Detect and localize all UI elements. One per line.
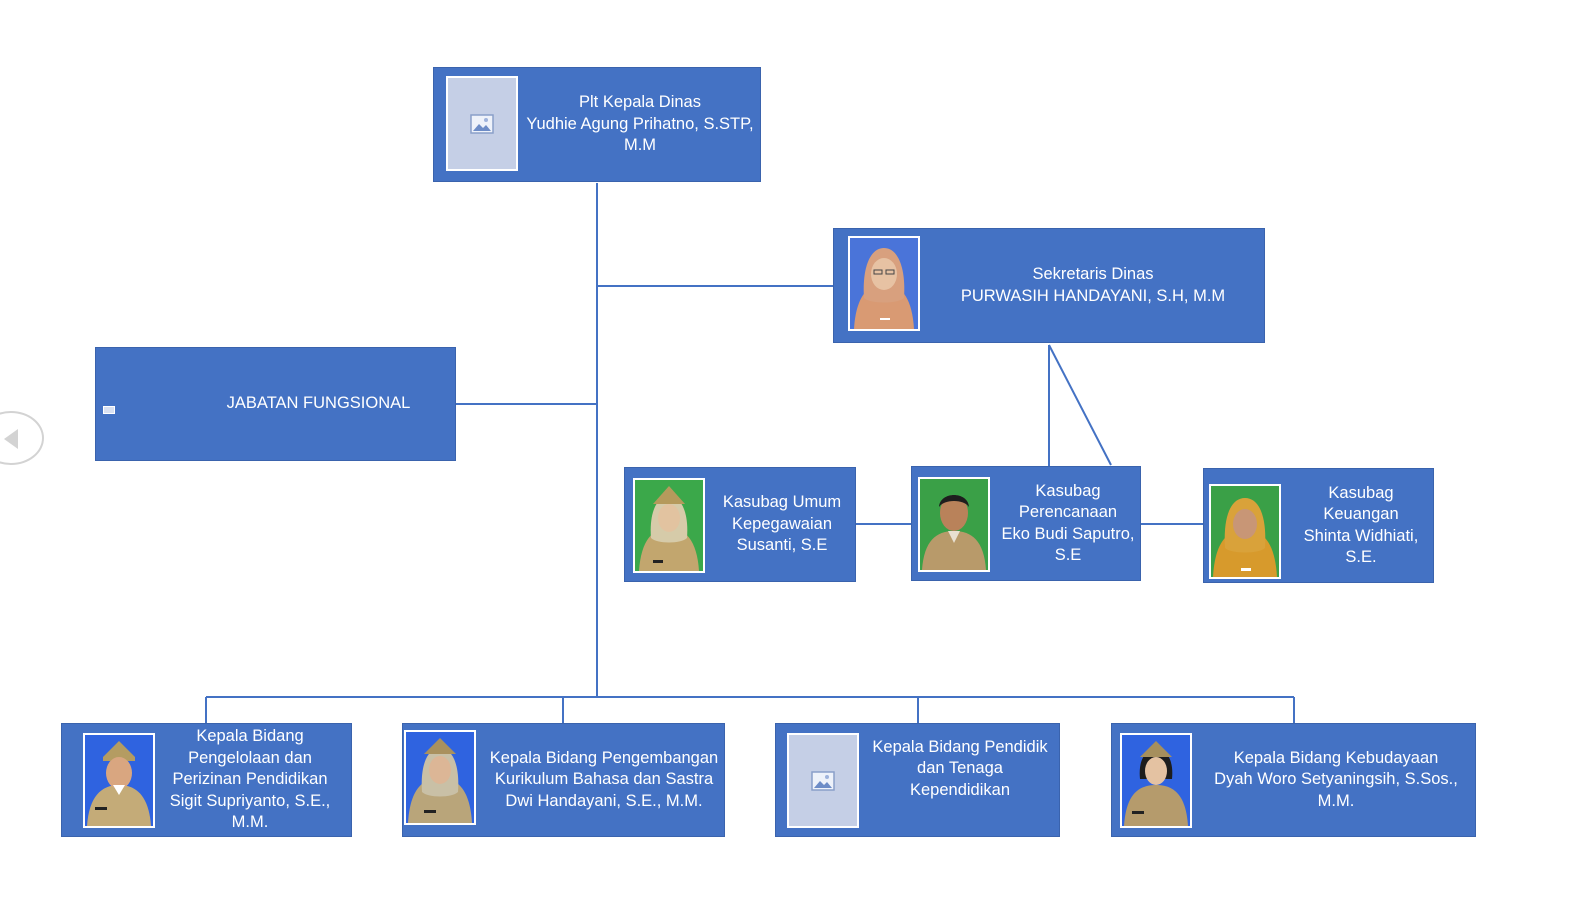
node-person-name: Dwi Handayani, S.E., M.M. — [505, 791, 703, 810]
photo-kasubag-perencanaan — [918, 477, 990, 572]
portrait-photo — [635, 480, 703, 571]
node-title: Plt Kepala Dinas — [579, 93, 701, 112]
image-placeholder-icon — [811, 770, 835, 791]
connector-sekretaris-diagonal — [1048, 344, 1112, 466]
node-title-continued: Kependidikan — [910, 780, 1010, 799]
portrait-photo — [850, 238, 918, 329]
node-label: Kepala Bidang Pengelolaan dan Perizinan … — [158, 724, 342, 836]
portrait-photo — [1211, 486, 1279, 577]
node-title: JABATAN FUNGSIONAL — [226, 394, 411, 413]
portrait-photo — [1122, 735, 1190, 826]
node-title: Kasubag — [1328, 483, 1394, 502]
photo-kabid-pengelolaan — [83, 733, 155, 828]
node-title-continued: Kurikulum Bahasa dan Sastra — [494, 770, 714, 789]
node-kabid-ptk[interactable]: Kepala Bidang Pendidik dan Tenaga Kepend… — [775, 723, 1060, 837]
image-placeholder-icon — [470, 113, 494, 134]
small-marker — [103, 406, 115, 414]
node-person-degree: M.M — [623, 136, 657, 155]
node-title: Kepala Bidang Pendidik — [872, 737, 1048, 756]
node-kabid-kurikulum[interactable]: Kepala Bidang Pengembangan Kurikulum Bah… — [402, 723, 725, 837]
node-person-name: PURWASIH HANDAYANI, S.H, M.M — [960, 286, 1226, 305]
photo-kasubag-keuangan — [1209, 484, 1281, 579]
node-person-name: Dyah Woro Setyaningsih, S.Sos., — [1214, 770, 1458, 789]
node-label: Kepala Bidang Pendidik dan Tenaga Kepend… — [862, 724, 1058, 814]
node-person-degree: M.M. — [231, 813, 269, 832]
node-kabid-pengelolaan[interactable]: Kepala Bidang Pengelolaan dan Perizinan … — [61, 723, 352, 837]
node-kasubag-umum[interactable]: Kasubag Umum Kepegawaian Susanti, S.E — [624, 467, 856, 582]
node-title-continued: Perizinan Pendidikan — [172, 770, 328, 789]
portrait-photo — [406, 732, 474, 823]
node-title: Kasubag — [1035, 481, 1101, 500]
node-title: Kepala Bidang Kebudayaan — [1233, 748, 1439, 767]
node-label: JABATAN FUNGSIONAL — [136, 348, 501, 460]
node-kepala-dinas[interactable]: Plt Kepala Dinas Yudhie Agung Prihatno, … — [433, 67, 761, 182]
node-person-name: Yudhie Agung Prihatno, S.STP, — [526, 114, 754, 133]
node-kasubag-perencanaan[interactable]: Kasubag Perencanaan Eko Budi Saputro, S.… — [911, 466, 1141, 581]
node-title-continued: Pengelolaan dan — [188, 748, 312, 767]
portrait-photo — [85, 735, 153, 826]
portrait-photo — [920, 479, 988, 570]
node-title: Kepala Bidang — [196, 727, 304, 746]
node-label: Sekretaris Dinas PURWASIH HANDAYANI, S.H… — [926, 229, 1260, 342]
photo-sekretaris — [848, 236, 920, 331]
node-person-name: Sigit Supriyanto, S.E., — [169, 791, 331, 810]
node-kasubag-keuangan[interactable]: Kasubag Keuangan Shinta Widhiati, S.E. — [1203, 468, 1434, 583]
node-label: Kasubag Perencanaan Eko Budi Saputro, S.… — [992, 467, 1144, 580]
node-label: Plt Kepala Dinas Yudhie Agung Prihatno, … — [520, 68, 760, 181]
photo-placeholder — [787, 733, 859, 828]
photo-kasubag-umum — [633, 478, 705, 573]
photo-kabid-kurikulum — [404, 730, 476, 825]
node-person-name: Susanti, S.E — [736, 536, 828, 555]
node-label: Kepala Bidang Kebudayaan Dyah Woro Setya… — [1198, 724, 1474, 836]
node-title-continued: Perencanaan — [1018, 503, 1118, 521]
node-label: Kasubag Keuangan Shinta Widhiati, S.E. — [1284, 469, 1438, 582]
node-person-name: Eko Budi Saputro, — [1001, 524, 1135, 543]
node-person-degree: S.E — [1054, 546, 1082, 564]
chevron-left-icon — [4, 429, 18, 449]
node-person-degree: M.M. — [1317, 791, 1355, 810]
node-label: Kasubag Umum Kepegawaian Susanti, S.E — [709, 468, 855, 581]
node-person-name: Shinta Widhiati, — [1303, 526, 1419, 545]
node-title: Kasubag Umum — [722, 493, 842, 512]
node-kabid-kebudayaan[interactable]: Kepala Bidang Kebudayaan Dyah Woro Setya… — [1111, 723, 1476, 837]
node-jabatan-fungsional[interactable]: JABATAN FUNGSIONAL — [95, 347, 456, 461]
node-label: Kepala Bidang Pengembangan Kurikulum Bah… — [478, 724, 730, 836]
node-person-degree: S.E. — [1345, 548, 1377, 566]
node-title-continued: dan Tenaga — [917, 759, 1003, 778]
node-title-continued: Kepegawaian — [732, 514, 832, 533]
node-sekretaris[interactable]: Sekretaris Dinas PURWASIH HANDAYANI, S.H… — [833, 228, 1265, 343]
photo-kabid-kebudayaan — [1120, 733, 1192, 828]
node-title: Sekretaris Dinas — [1032, 265, 1154, 283]
node-title: Kepala Bidang Pengembangan — [489, 748, 719, 767]
photo-placeholder — [446, 76, 518, 171]
node-title-continued: Keuangan — [1323, 505, 1399, 523]
